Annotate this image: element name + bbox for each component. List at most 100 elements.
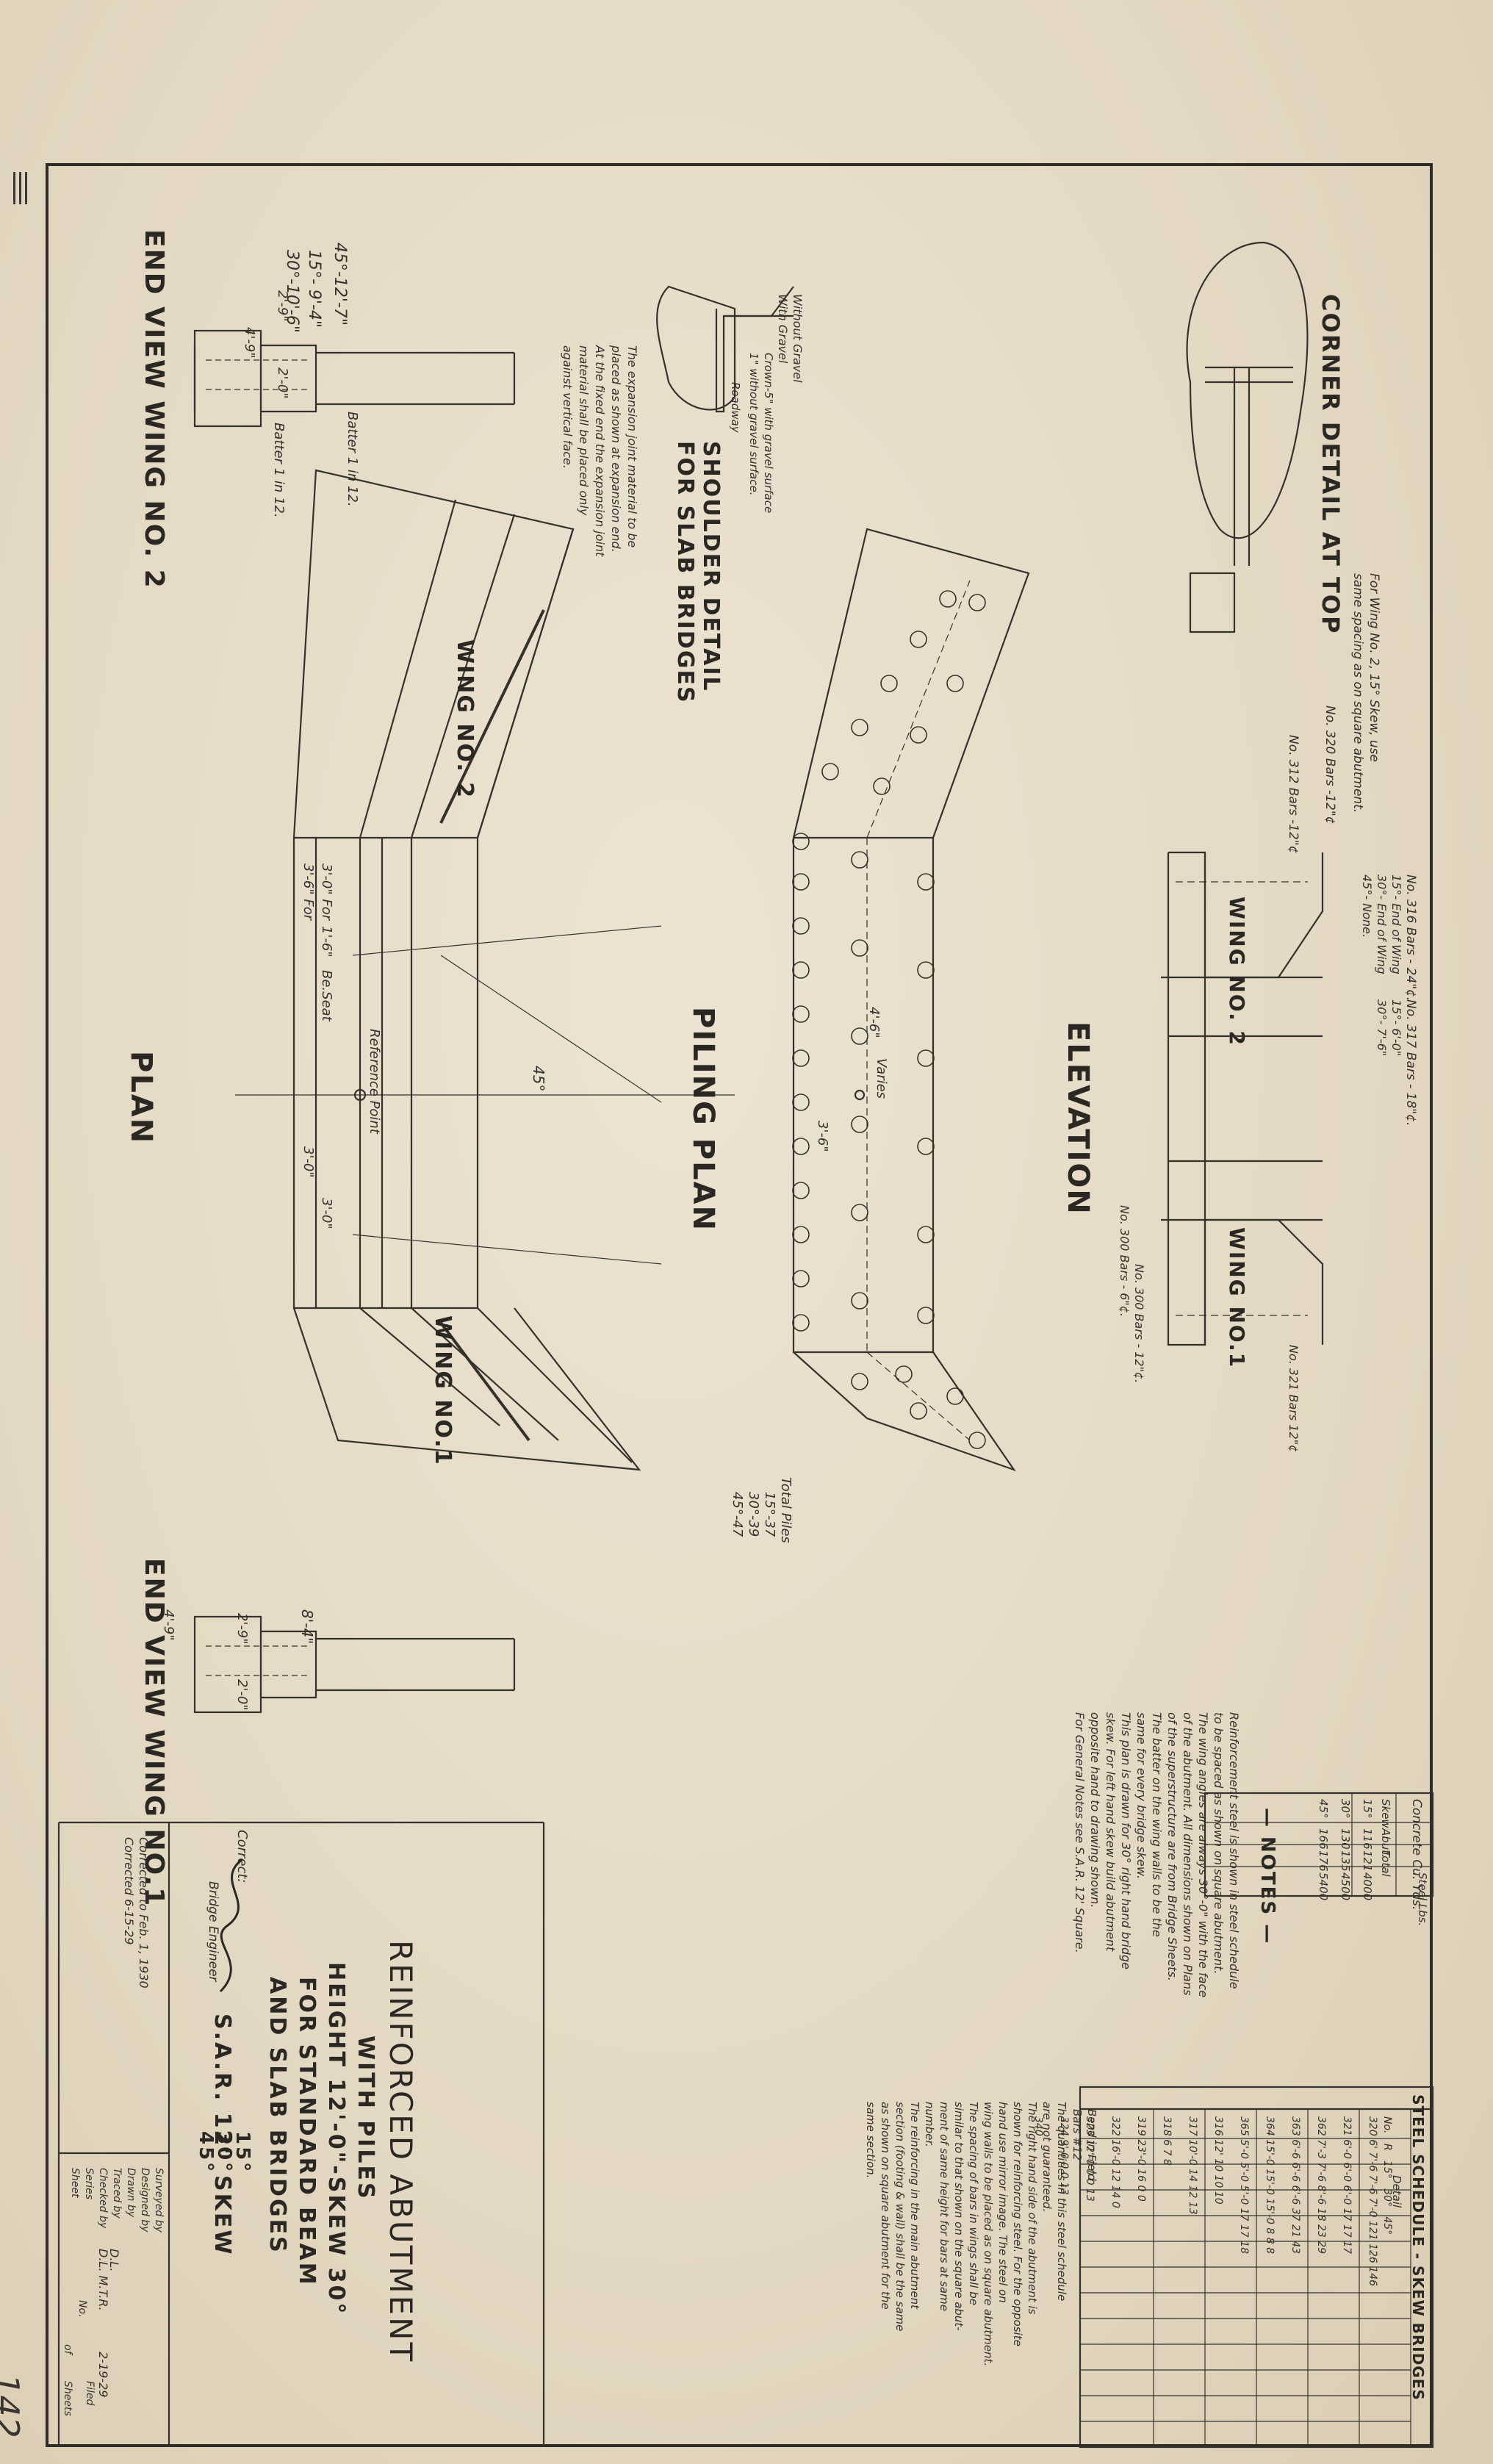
table-row: 316 12' 10 10 10 xyxy=(1212,2116,1224,2205)
bend-in-field: Bend in Field xyxy=(1085,2109,1098,2181)
elev-note-7: 30°- 7'-6" xyxy=(1375,999,1389,1057)
field-designed: Designed by xyxy=(139,2168,151,2233)
corrected-note-1: Corrected to Feb. 1, 1930 xyxy=(137,1837,151,1989)
note-line: skew. For left hand skew build abutment xyxy=(1104,1712,1118,1952)
shoulder-note-3: Crown-5" with gravel surface xyxy=(762,353,775,514)
concrete-r2c2: 130 xyxy=(1339,1828,1352,1850)
table-row: 319 23'-0 16 0 0 xyxy=(1135,2116,1147,2202)
elev-note-2: 15°- End of Wing xyxy=(1389,874,1403,974)
note-line: as shown on square abutment for the xyxy=(879,2102,892,2310)
corrected-note-2: Corrected 6-15-29 xyxy=(122,1837,136,1945)
concrete-r3c2: 166 xyxy=(1317,1828,1330,1850)
dim-wing2-d1: 2'-9" xyxy=(275,290,290,322)
sheets-label: Sheets xyxy=(62,2381,73,2416)
title-line-2: WITH PILES xyxy=(353,2036,378,2201)
note-line: opposite hand to drawing shown. xyxy=(1088,1712,1102,1908)
plan-dim-d: 3'-6" For xyxy=(301,863,316,921)
field-sheet: Sheet xyxy=(69,2168,81,2198)
note-line: of the superstructure are from Bridge Sh… xyxy=(1165,1712,1179,1981)
elev-note-10: No. 321 Bars 12"¢ xyxy=(1287,1345,1300,1453)
varies-note: Varies xyxy=(874,1058,889,1099)
title-line-1: REINFORCED ABUTMENT xyxy=(383,1940,419,2364)
note-line: The spacing of bars in wings shall be xyxy=(967,2102,980,2305)
title-line-5: AND SLAB BRIDGES xyxy=(265,1977,290,2255)
notes-heading: — NOTES — xyxy=(1256,1808,1278,1945)
concrete-r3c3: 176 xyxy=(1317,1850,1330,1872)
table-row: 320 6' 7'-6 7'-6 7'-0 121 126 146 xyxy=(1367,2116,1378,2287)
table-row: 321 6'-0 6'-0 6'-0 17 17 17 xyxy=(1341,2116,1353,2255)
piles-title: Total Piles xyxy=(778,1477,794,1543)
piling-dim-2: 3'-6" xyxy=(815,1121,830,1152)
expansion-note-3: At the fixed end the expansion joint xyxy=(593,345,607,557)
note-line: section (footing & wall) shall be the sa… xyxy=(893,2102,907,2332)
note-line: The batter on the wing walls to be the xyxy=(1150,1712,1164,1937)
schedule-notes-block: The quantities in this steel schedule ar… xyxy=(863,2102,1069,2366)
table-row: 364 15'-0 15'-0 15'-0 8 8 8 xyxy=(1264,2116,1276,2255)
note-line: For General Notes see S.A.R. 12' Square. xyxy=(1073,1712,1087,1953)
shoulder-note-5: Roadway xyxy=(729,382,742,433)
angle-label: 45° xyxy=(530,1066,547,1092)
piles-15: 15°-37 xyxy=(762,1492,777,1537)
of-label: of xyxy=(62,2344,73,2355)
table-row: 362 7'-3 7'-6 8'-6 18 23 29 xyxy=(1315,2116,1327,2255)
page-number: 142 xyxy=(0,2374,26,2438)
plan-wing-1-label: WING NO.1 xyxy=(430,1315,456,1466)
concrete-r1c4: 4000 xyxy=(1361,1872,1374,1901)
concrete-r2c3: 135 xyxy=(1339,1850,1352,1872)
title-line-3: HEIGHT 12'-0"-SKEW 30° xyxy=(323,1962,349,2316)
plan-dim-a: 3'-0" For xyxy=(319,863,334,921)
dim-wing1-d1: 2'-9" xyxy=(234,1613,250,1645)
note-line: The quantities in this steel schedule xyxy=(1055,2102,1068,2302)
title-block-fields: Surveyed by Designed by Drawn by Traced … xyxy=(68,2168,165,2233)
concrete-r2c4: 4500 xyxy=(1339,1872,1352,1901)
corner-note-4: No. 312 Bars -12"¢ xyxy=(1286,735,1300,854)
dim-wing1-bot: 4'-9" xyxy=(161,1609,176,1641)
field-surveyed: Surveyed by xyxy=(153,2168,165,2233)
field-drawn: Drawn by xyxy=(125,2168,137,2218)
note-line: hand use mirror image. The steel on xyxy=(996,2102,1010,2303)
note-line: same section. xyxy=(864,2102,877,2179)
concrete-r2c1: 30° xyxy=(1339,1799,1352,1819)
shoulder-note-2: With Gravel xyxy=(776,294,790,364)
batter-note-2: Batter 1 in 12. xyxy=(271,423,287,518)
corner-detail-title: CORNER DETAIL AT TOP xyxy=(1317,294,1345,635)
skew-45: 45° xyxy=(195,2131,217,2174)
plan-wing-2-label: WING NO. 2 xyxy=(452,639,478,800)
dim-wing1-d2: 2'-0" xyxy=(234,1679,250,1711)
note-line: The wing angles are always 30°-0" with t… xyxy=(1196,1712,1210,1998)
table-row: 363 6'-6 6'-6 6'-6 37 21 43 xyxy=(1289,2116,1301,2255)
plan-label: PLAN xyxy=(124,1051,158,1145)
concrete-r3c1: 45° xyxy=(1317,1799,1330,1819)
dim-wing2-d2: 2'-0" xyxy=(275,367,290,399)
plan-dim-c: Be.Seat xyxy=(319,970,334,1021)
elev-note-9: No. 300 Bars - 6"¢. xyxy=(1118,1205,1132,1317)
piling-dim-1: 4'-6" xyxy=(866,1007,882,1038)
piles-30: 30°-39 xyxy=(746,1492,761,1537)
shoulder-detail-subtitle: FOR SLAB BRIDGES xyxy=(672,441,698,704)
end-view-wing-2-label: END VIEW WING NO. 2 xyxy=(139,229,169,589)
piles-45: 45°-47 xyxy=(730,1492,745,1537)
plan-dim-b: 1'-6" xyxy=(319,926,334,958)
traced-by-value: D.L. xyxy=(107,2249,121,2272)
concrete-r3c4: 5400 xyxy=(1317,1872,1330,1901)
note-line: similar to that shown on the square abut… xyxy=(952,2102,965,2331)
note-line: The right hand side of the abutment is xyxy=(1026,2102,1039,2315)
sheet-border xyxy=(46,163,1433,2447)
note-line: Reinforcement steel is shown in steel sc… xyxy=(1227,1712,1241,1989)
reference-point-note: Reference Point xyxy=(367,1029,382,1134)
note-line: to be spaced as shown on square abutment… xyxy=(1212,1712,1226,1975)
bend-detail: Bars #12 xyxy=(1071,2109,1084,2161)
concrete-header-total: Total xyxy=(1379,1850,1392,1877)
no-label: No. xyxy=(76,2300,88,2318)
elev-note-4: 45°- None. xyxy=(1360,874,1374,938)
elevation-label: ELEVATION xyxy=(1061,1021,1095,1215)
note-line: wing walls to be placed as on square abu… xyxy=(982,2102,995,2367)
field-traced: Traced by xyxy=(111,2168,123,2219)
corner-note-3: No. 320 Bars -12"¢ xyxy=(1323,705,1337,825)
note-line: same for every bridge skew. xyxy=(1134,1712,1148,1880)
concrete-header-steel: Steel Lbs. xyxy=(1416,1872,1429,1927)
notes-block: Reinforcement steel is shown in steel sc… xyxy=(1072,1712,1242,1997)
plan-dim-e: 3'-0" xyxy=(301,1146,316,1178)
